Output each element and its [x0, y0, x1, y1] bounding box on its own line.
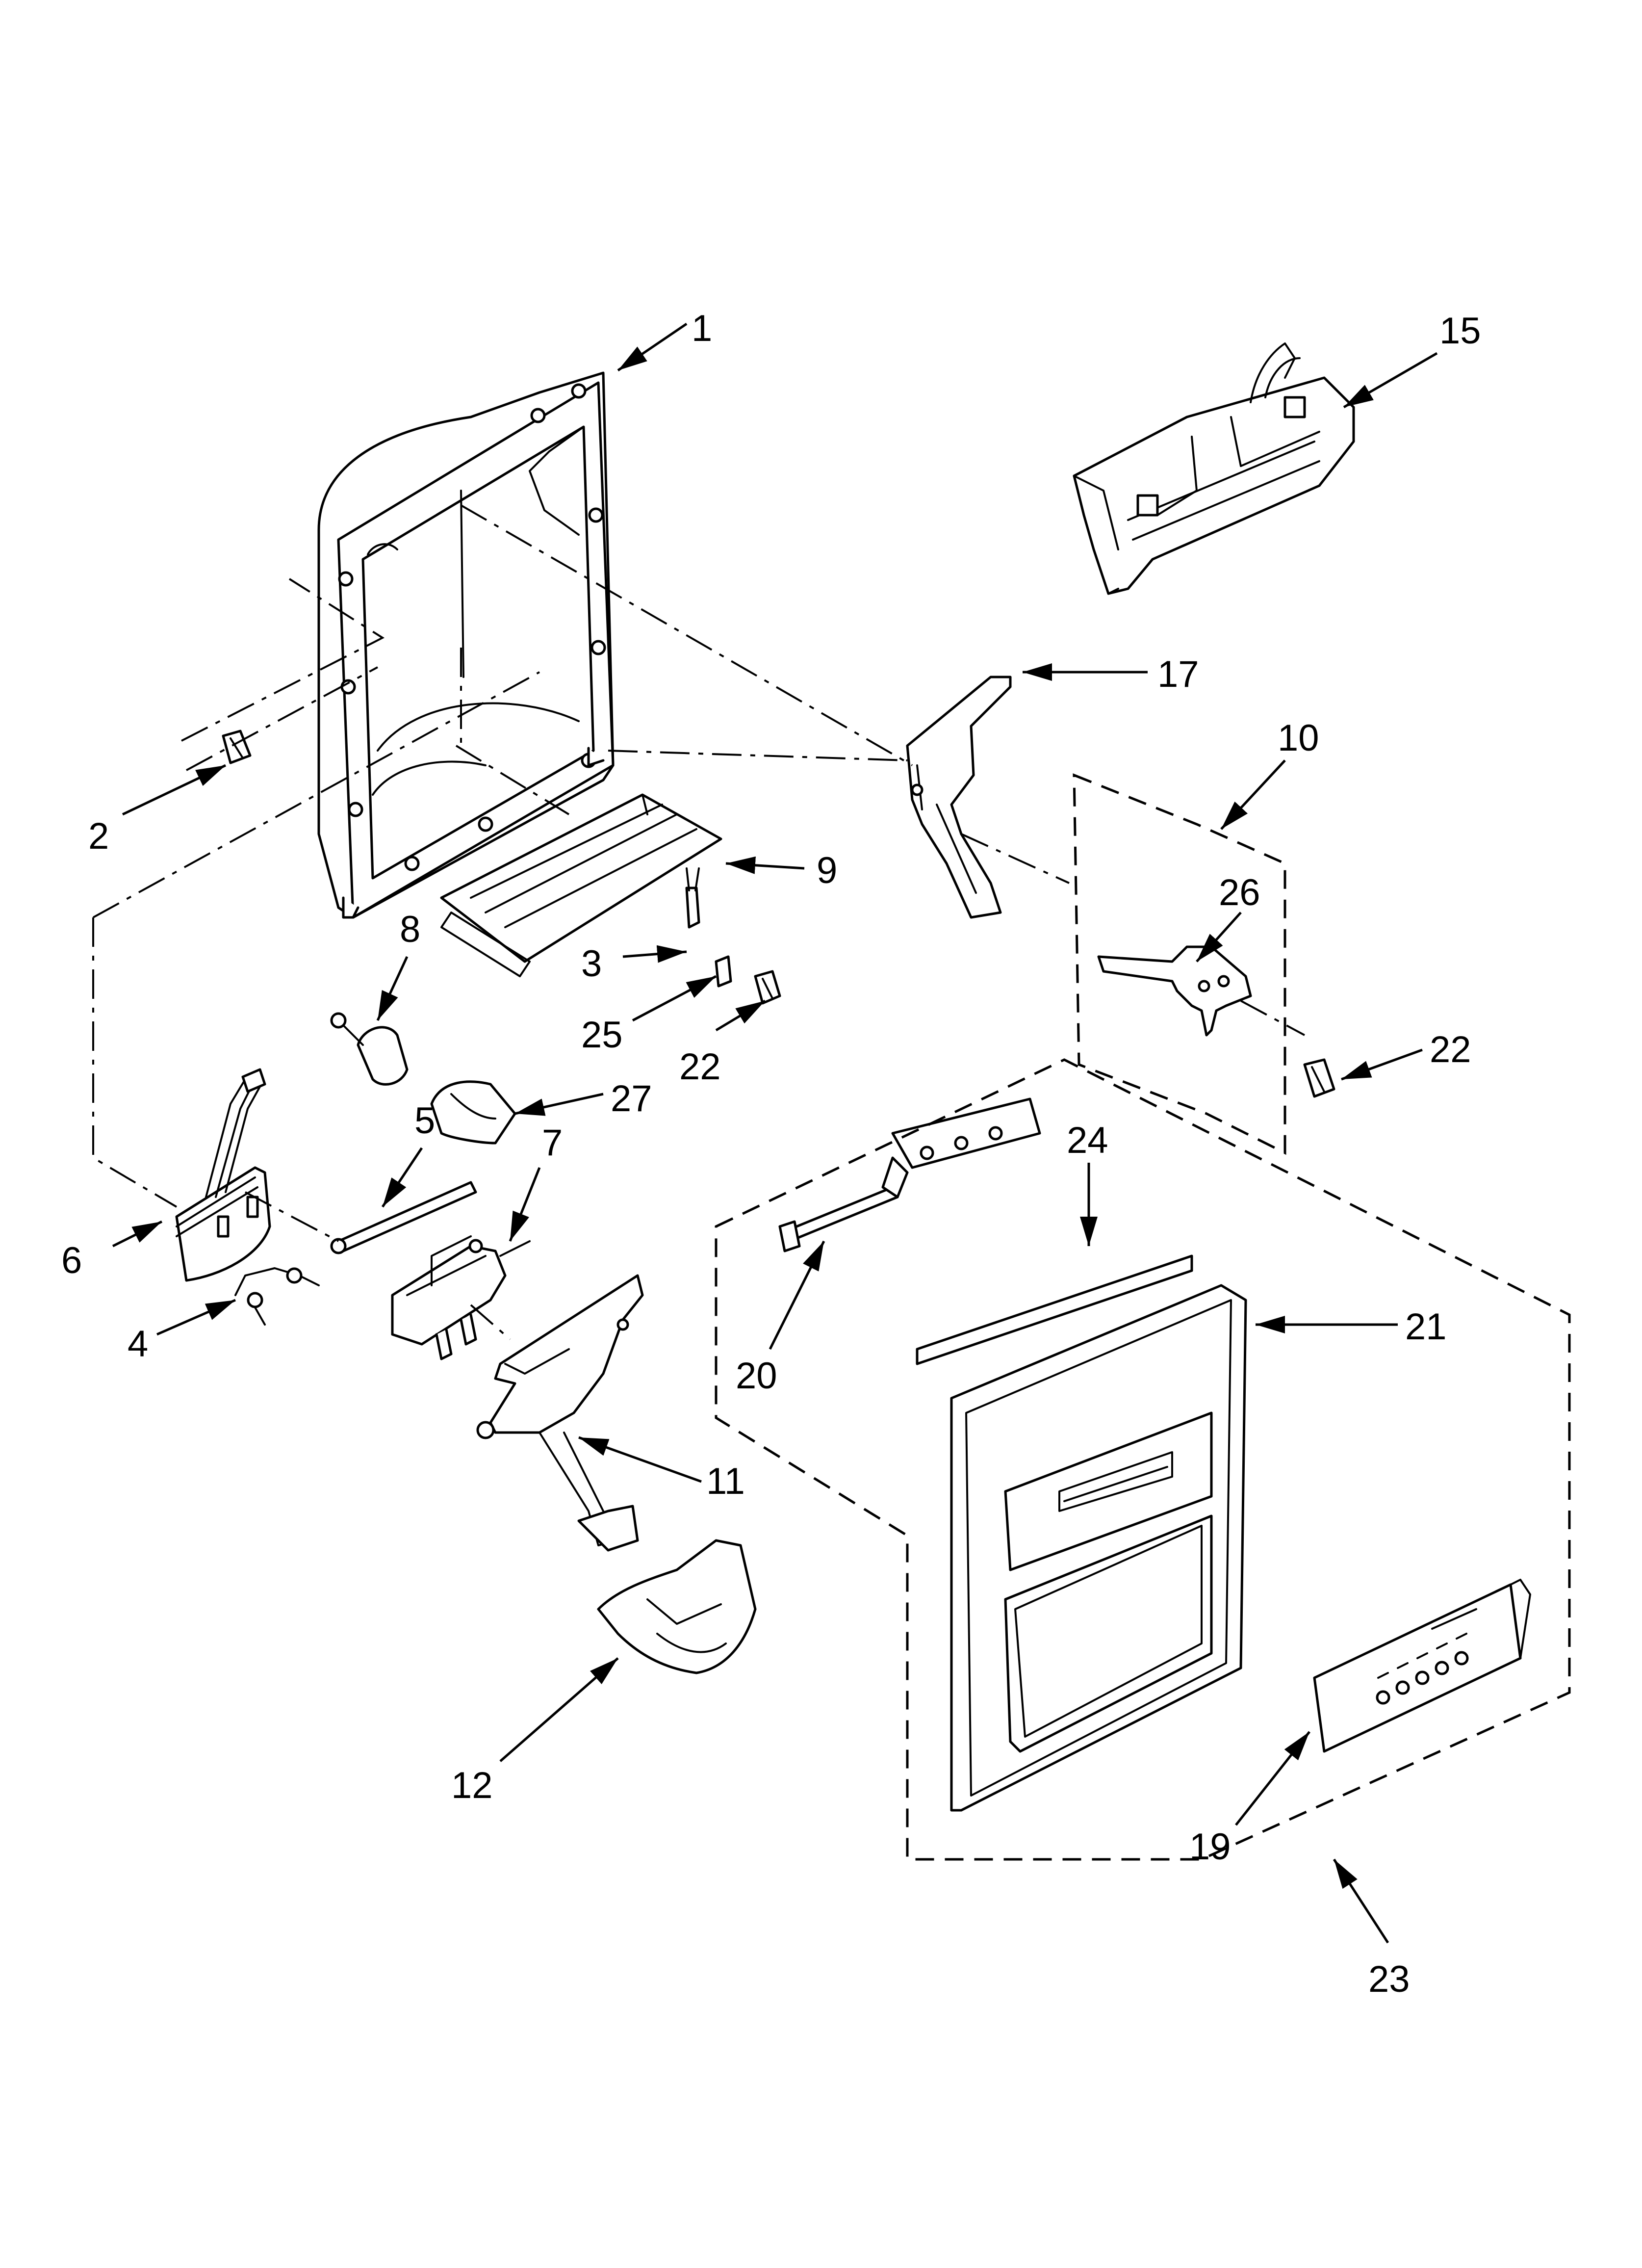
clip-part-3: [685, 867, 700, 929]
group-boundary-10: [1073, 773, 1286, 1155]
chute-part-12: [597, 1539, 757, 1674]
callout-leaders: [112, 322, 1438, 1944]
callout-20: 20: [736, 1355, 777, 1397]
spring-part-4: [234, 1267, 320, 1326]
ice-maker-part-15: [1073, 342, 1355, 595]
callout-2: 2: [88, 815, 109, 857]
bracket-part-25: [715, 955, 732, 988]
callout-1: 1: [692, 308, 712, 349]
housing-part-1: [317, 371, 615, 919]
callout-7: 7: [542, 1122, 563, 1164]
screw-part-22-left: [754, 970, 781, 1005]
callout-labels: 1 2 3 4 5 6 7 8 9 10 11 12 15 17 19 20 2…: [61, 308, 1481, 2000]
callout-22-right: 22: [1430, 1029, 1471, 1070]
motor-part-6: [175, 1068, 271, 1282]
screw-part-2: [222, 730, 252, 764]
callout-25: 25: [581, 1014, 623, 1056]
callout-27: 27: [611, 1078, 652, 1120]
drip-tray-part-9: [440, 793, 722, 977]
strip-part-24: [916, 1254, 1193, 1365]
callout-9: 9: [817, 850, 837, 891]
callout-11: 11: [706, 1460, 745, 1502]
lever-part-26: [1097, 945, 1252, 1037]
callout-17: 17: [1157, 653, 1199, 695]
group-boundary-23: [715, 1058, 1571, 1861]
ribbon-board-part-20: [778, 1097, 1041, 1252]
callout-12: 12: [451, 1765, 493, 1806]
callout-26: 26: [1219, 872, 1260, 913]
callout-15: 15: [1439, 310, 1481, 352]
callout-22-left: 22: [679, 1046, 721, 1088]
chute-cover-part-27: [430, 1080, 516, 1145]
callout-19: 19: [1189, 1826, 1231, 1868]
screw-part-22-right: [1303, 1058, 1335, 1098]
solenoid-part-8: [330, 1012, 409, 1086]
callout-8: 8: [400, 909, 420, 950]
callout-24: 24: [1067, 1120, 1108, 1161]
callout-23: 23: [1368, 1958, 1410, 2000]
control-panel-part-19: [1313, 1579, 1531, 1753]
lever-part-17: [906, 676, 1012, 919]
callout-21: 21: [1405, 1306, 1447, 1348]
actuator-part-7: [391, 1235, 531, 1360]
shaft-part-5: [330, 1181, 477, 1254]
callout-6: 6: [61, 1240, 82, 1281]
cradle-part-11: [476, 1274, 644, 1552]
assembly-lines: [92, 504, 1305, 1340]
callout-5: 5: [414, 1100, 435, 1142]
callout-10: 10: [1278, 717, 1319, 759]
front-panel-part-21: [950, 1284, 1247, 1812]
callout-3: 3: [581, 943, 602, 985]
callout-4: 4: [128, 1323, 148, 1365]
